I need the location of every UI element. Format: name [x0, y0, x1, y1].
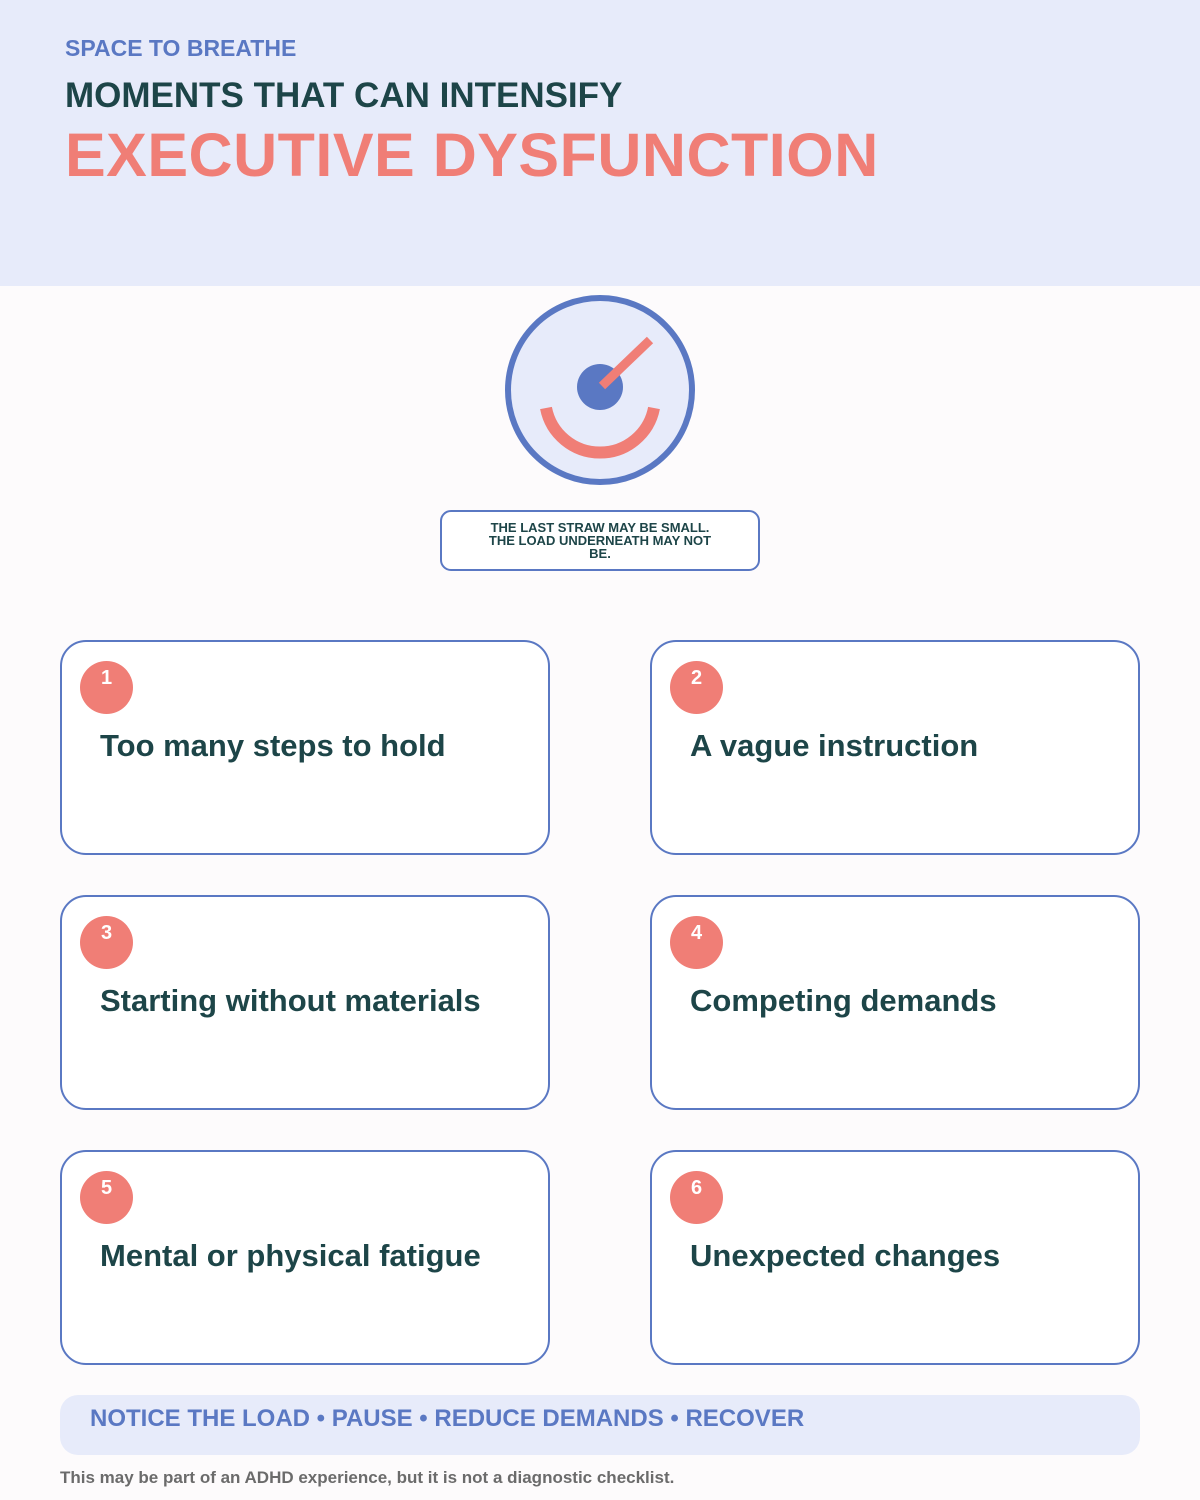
gauge-needle	[598, 336, 654, 390]
card-5: 5 Mental or physical fatigue	[60, 1150, 550, 1365]
gauge-arc	[540, 406, 660, 459]
disclaimer-text: This may be part of an ADHD experience, …	[60, 1468, 675, 1487]
callout-box: THE LAST STRAW MAY BE SMALL. THE LOAD UN…	[440, 510, 760, 571]
card-2: 2 A vague instruction	[650, 640, 1140, 855]
number-badge: 1	[80, 661, 133, 714]
number-badge-text: 5	[100, 1177, 113, 1199]
number-badge: 5	[80, 1171, 133, 1224]
number-badge-text: 4	[690, 922, 703, 944]
number-badge: 3	[80, 916, 133, 969]
page-title: EXECUTIVE DYSFUNCTION	[65, 121, 879, 189]
card-label: Too many steps to hold	[100, 728, 446, 763]
steps-text: NOTICE THE LOAD • PAUSE • REDUCE DEMANDS…	[90, 1405, 805, 1432]
number-badge-text: 6	[690, 1177, 703, 1199]
card-3: 3 Starting without materials	[60, 895, 550, 1110]
eyebrow-text: SPACE TO BREATHE	[65, 35, 297, 61]
number-badge: 4	[670, 916, 723, 969]
header-banner: SPACE TO BREATHE MOMENTS THAT CAN INTENS…	[0, 0, 1200, 286]
card-label: Starting without materials	[100, 983, 481, 1018]
card-6: 6 Unexpected changes	[650, 1150, 1140, 1365]
gauge-icon	[505, 295, 695, 485]
number-badge-text: 3	[100, 922, 113, 944]
card-1: 1 Too many steps to hold	[60, 640, 550, 855]
card-4: 4 Competing demands	[650, 895, 1140, 1110]
steps-banner: NOTICE THE LOAD • PAUSE • REDUCE DEMANDS…	[60, 1395, 1140, 1455]
card-label: Unexpected changes	[690, 1238, 1001, 1273]
callout-text: THE LAST STRAW MAY BE SMALL. THE LOAD UN…	[488, 520, 712, 561]
number-badge-text: 2	[690, 667, 703, 689]
number-badge: 2	[670, 661, 723, 714]
card-label: Mental or physical fatigue	[100, 1238, 481, 1273]
page-subtitle: MOMENTS THAT CAN INTENSIFY	[65, 76, 623, 115]
number-badge-text: 1	[100, 667, 113, 689]
card-label: A vague instruction	[690, 728, 979, 763]
card-label: Competing demands	[690, 983, 997, 1018]
number-badge: 6	[670, 1171, 723, 1224]
